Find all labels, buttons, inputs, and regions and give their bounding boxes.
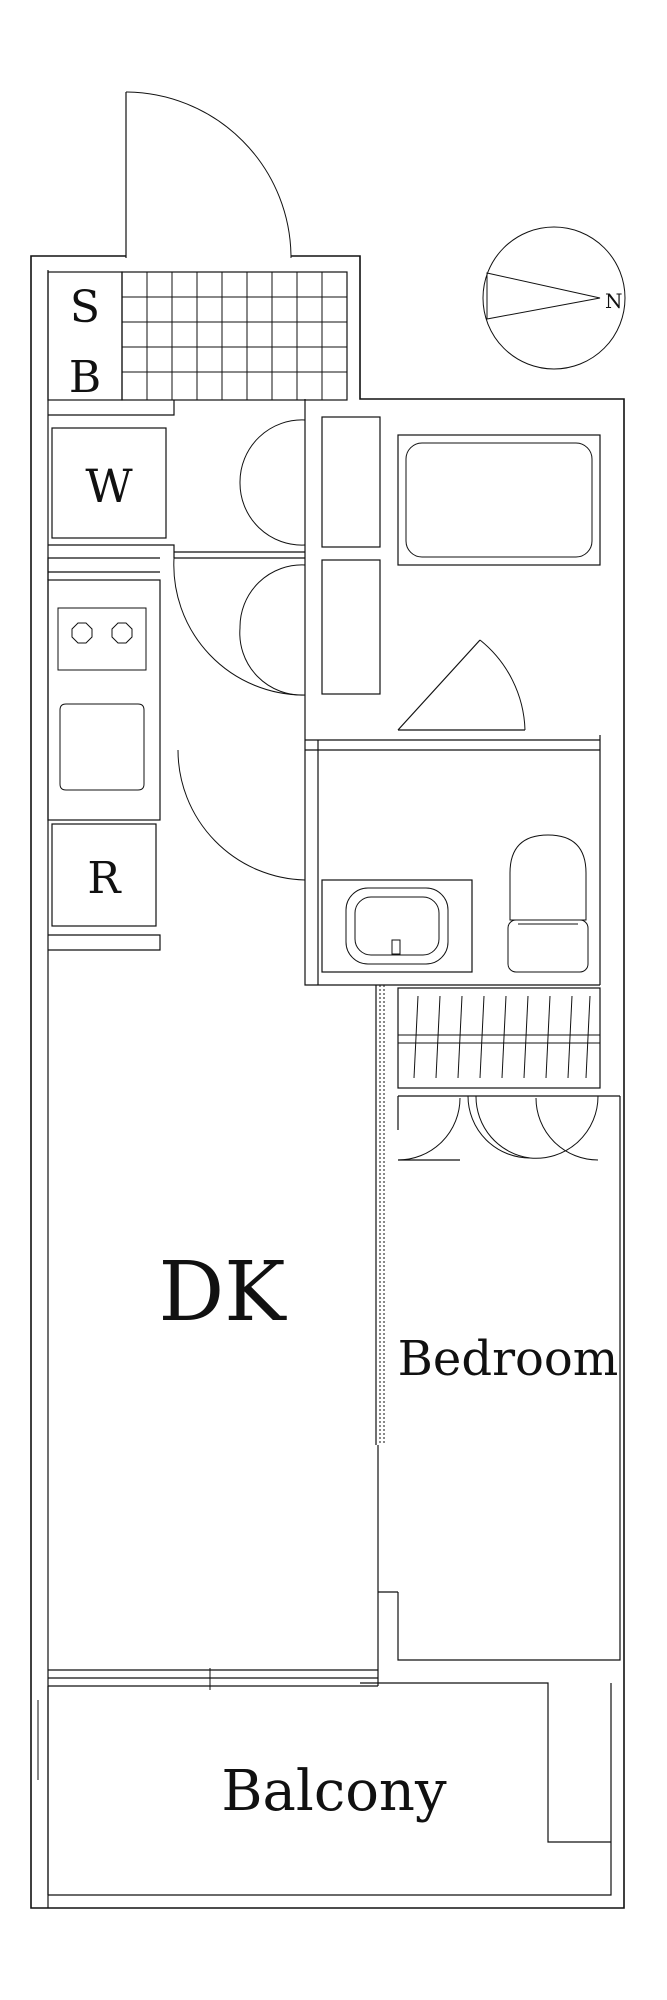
toilet — [507, 834, 589, 973]
balcony-window — [48, 1668, 379, 1690]
bedroom-label: Bedroom — [398, 1331, 619, 1387]
wet-area — [304, 399, 601, 986]
left-service-walls — [47, 400, 175, 951]
vanity — [321, 879, 473, 973]
compass-north-label: N — [605, 289, 623, 313]
shoe-box-s-label: S — [70, 282, 100, 333]
sliding-partition — [375, 985, 398, 1670]
balcony-label: Balcony — [221, 1759, 447, 1824]
hall-doors — [173, 419, 306, 881]
bathtub — [397, 434, 601, 566]
washer-space: W — [51, 427, 167, 539]
entrance-door — [125, 91, 292, 259]
shoe-box: S B — [47, 271, 123, 403]
balcony — [37, 1682, 611, 1895]
bedroom-closet — [397, 987, 620, 1161]
fridge-space: R — [51, 823, 157, 927]
kitchen-counter — [47, 579, 161, 821]
compass: N — [482, 226, 626, 370]
outer-walls — [30, 255, 625, 1909]
washer-label: W — [85, 459, 133, 513]
bathroom-door — [397, 639, 526, 731]
fridge-label: R — [87, 853, 122, 904]
dk-label: DK — [158, 1245, 287, 1340]
shoe-box-b-label: B — [69, 352, 101, 403]
entry-tiles — [121, 271, 348, 401]
bedroom-walls — [397, 1096, 621, 1661]
